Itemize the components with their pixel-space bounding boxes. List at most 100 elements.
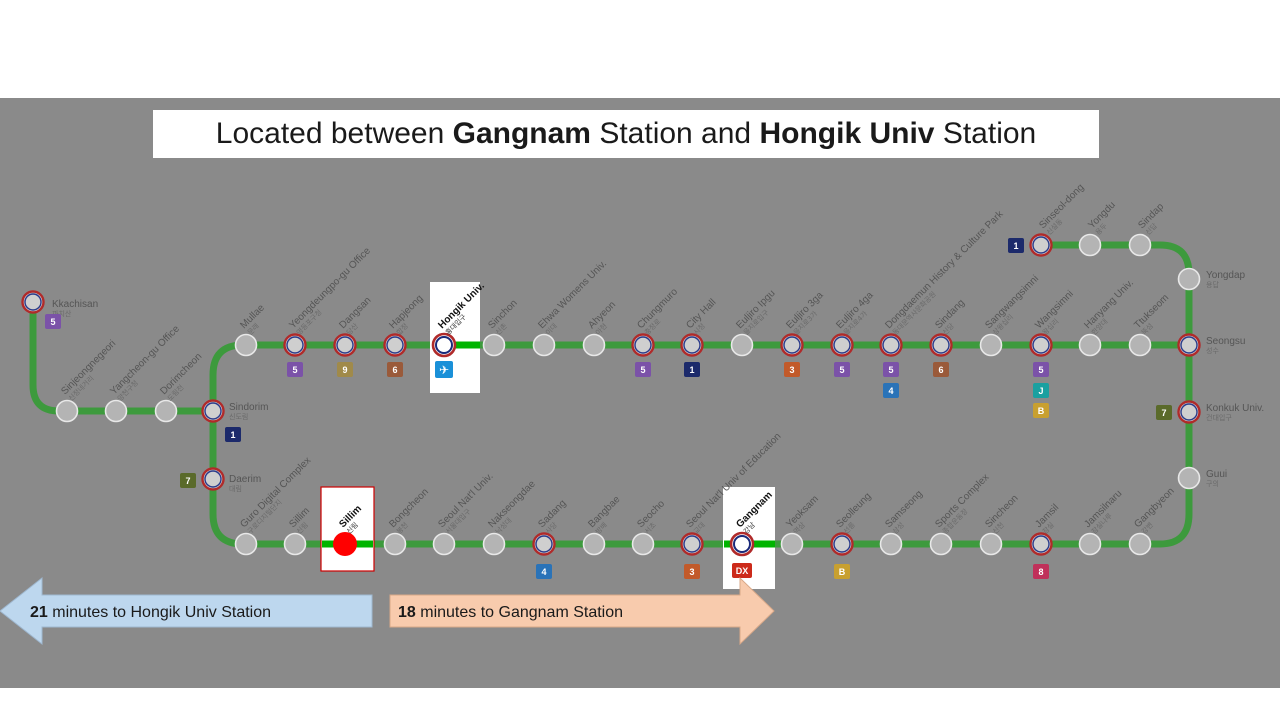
station-left-0-ring [204,402,222,420]
badge-hapjeong [387,362,403,377]
svg-text:21 minutes to Hongik Univ Stat: 21 minutes to Hongik Univ Station [30,604,271,621]
station-top-17 [1078,333,1102,357]
stations [21,233,1201,557]
station-topright-0-ring [1032,236,1050,254]
station-right-1-ring [1180,336,1198,354]
station-top-9-ring [683,336,701,354]
station-bottom-16-ring [1032,535,1050,553]
station-bottom-3 [383,532,407,556]
station-top-3-ring [386,336,404,354]
badge-kkachisan-label: 5 [50,317,55,327]
badge-hapjeong-label: 6 [392,365,397,375]
station-name-ko: 신도림 [229,412,248,421]
station-gangnam-ring [733,535,751,553]
station-top-0 [234,333,258,357]
station-name: Bongcheon [387,487,431,531]
badge-dongdaemun_b [883,383,899,398]
station-top-1-ring [286,336,304,354]
station-branch-3 [154,399,178,423]
station-topright-2 [1128,233,1152,257]
badge-wangsimni_a-label: 5 [1038,365,1043,375]
station-name: Sports Complex [933,472,991,530]
svg-text:✈: ✈ [439,363,449,377]
title-middle: Station and [599,117,752,150]
station-name: Sangwangsimni [983,273,1041,331]
station-top-5 [482,333,506,357]
badge-konkuk [1156,405,1172,420]
arrow-right-number: 18 [398,604,416,621]
badge-sinseol [1008,238,1024,253]
station-name-ko: 대림 [229,485,242,493]
station-left-1-ring [204,470,222,488]
badge-sindang [933,362,949,377]
station-name: Yeongdeungpo-gu Office [287,245,373,331]
badge-cityhall [684,362,700,377]
badge-dongdaemun_b-label: 4 [888,386,893,396]
station-bottom-18 [1128,532,1152,556]
badge-euljiro3-label: 3 [789,365,794,375]
sillim-highlight [320,486,375,572]
badge-wangsimni_b-label: J [1038,386,1043,396]
badge-wangsimni_c [1033,403,1049,418]
badge-sindang-label: 6 [938,365,943,375]
airport-badge: ✈ [435,361,453,378]
station-name: Yongdap [1206,270,1246,281]
station-right-0 [1177,267,1201,291]
station-name: Gangbyeon [1132,486,1176,530]
badge-euljiro4-label: 5 [839,365,844,375]
title-suffix: Station [942,117,1037,150]
badge-gangnam-label: DX [736,566,749,576]
station-bottom-7 [582,532,606,556]
badge-chungmuro [635,362,651,377]
arrow-left-number: 21 [30,604,48,621]
station-bottom-0 [234,532,258,556]
station-top-18 [1128,333,1152,357]
label-top_row-17: Hanyang Univ.한양대 [1082,277,1136,336]
station-bottom-17 [1078,532,1102,556]
badge-gangnam [732,563,752,578]
station-top-15 [979,333,1003,357]
station-top-16-ring [1032,336,1050,354]
station-name-ko: 구의 [1206,479,1219,488]
station-name: Daerim [229,474,261,485]
station-bottom-8 [631,532,655,556]
station-bottom-12-ring [833,535,851,553]
station-bottom-6-ring [535,535,553,553]
station-branch-0-ring [24,293,42,311]
badge-sindorim-label: 1 [230,430,235,440]
title-prefix: Located between [215,117,445,150]
badge-gyodae [684,564,700,579]
badge-sindorim [225,427,241,442]
badge-yeongdeungpo [287,362,303,377]
title-hongik: Hongik Univ [759,117,935,150]
station-name-ko: 건대입구 [1206,413,1232,422]
badge-wangsimni_a [1033,362,1049,377]
station-bottom-15 [979,532,1003,556]
station-name: Konkuk Univ. [1206,403,1264,414]
station-bottom-4 [432,532,456,556]
